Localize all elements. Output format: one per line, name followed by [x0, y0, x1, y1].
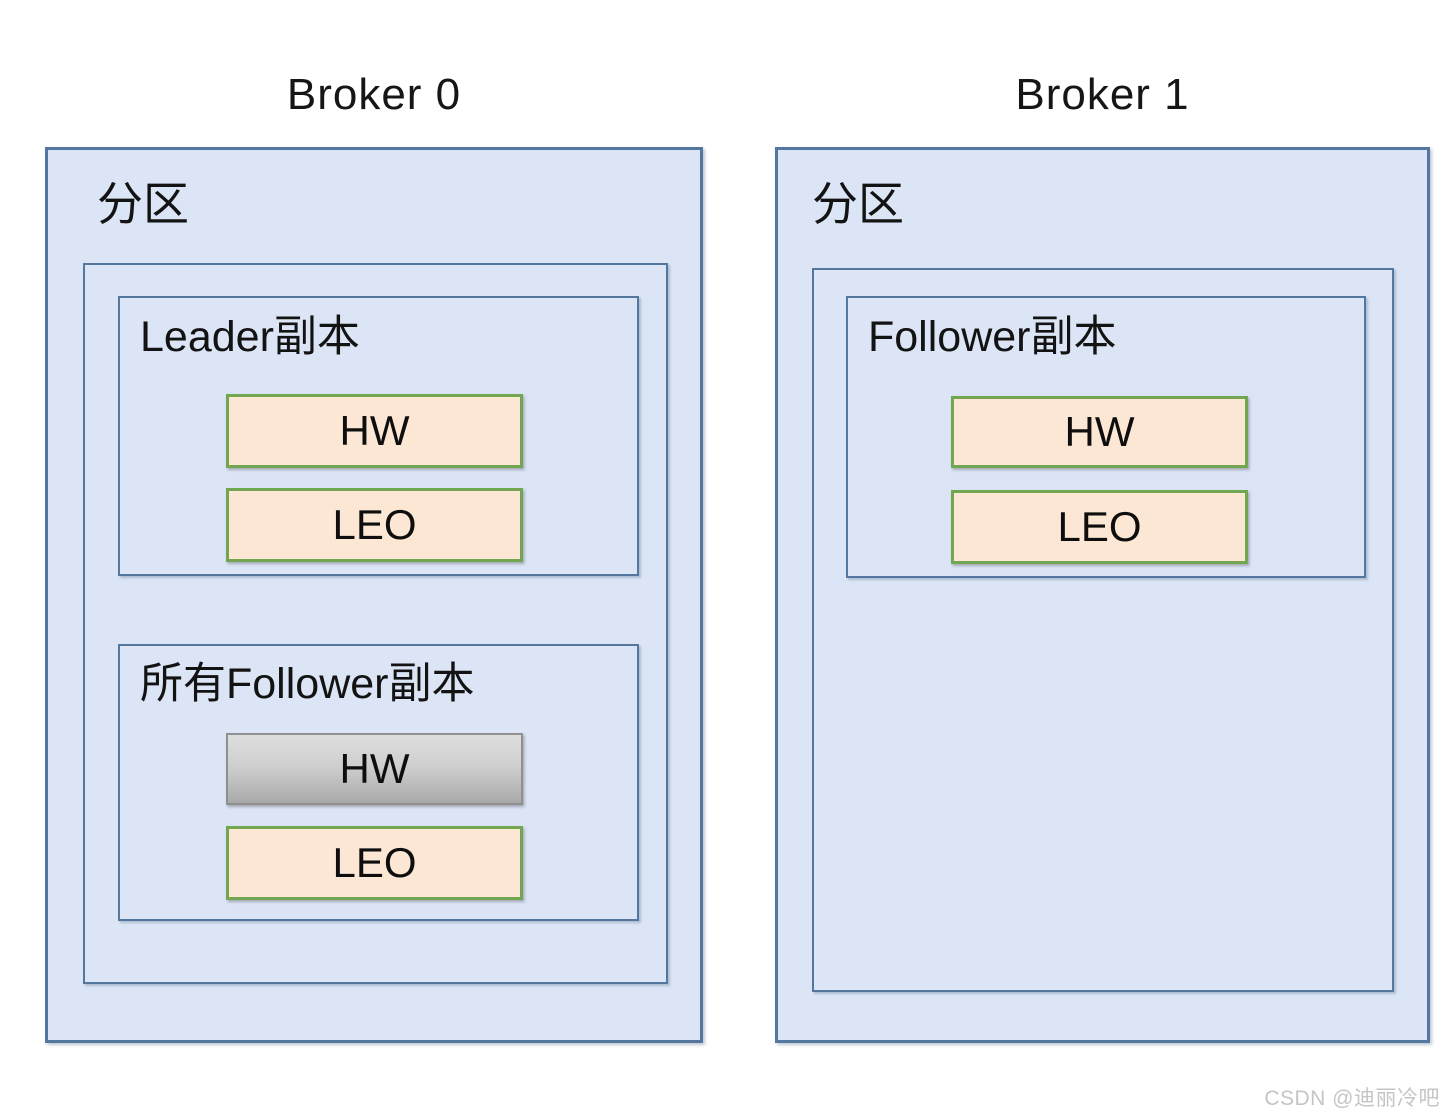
broker-0-followers-hw-label: HW — [339, 745, 410, 792]
broker-0-leader-replica-label: Leader副本 — [140, 313, 360, 361]
broker-0-box: 分区 Leader副本 HW LEO 所有Follower副本 HW LEO — [45, 147, 703, 1043]
broker-0-leader-leo-label: LEO — [332, 501, 417, 548]
broker-0-followers-leo-chip: LEO — [226, 826, 523, 900]
broker-0-followers-replica-label: 所有Follower副本 — [140, 660, 475, 708]
broker-0-leader-hw-label: HW — [339, 407, 410, 454]
broker-0-leader-replica-box: Leader副本 HW LEO — [118, 296, 639, 576]
broker-0-leader-hw-chip: HW — [226, 394, 523, 468]
broker-0-followers-leo-label: LEO — [332, 839, 417, 886]
csdn-watermark: CSDN @迪丽冷吧 — [1264, 1087, 1440, 1110]
broker-1-follower-replica-label: Follower副本 — [868, 313, 1117, 361]
broker-1-follower-leo-label: LEO — [1057, 503, 1142, 550]
broker-1-box: 分区 Follower副本 HW LEO — [775, 147, 1430, 1043]
broker-1-partition-label: 分区 — [812, 178, 904, 230]
broker-0-followers-hw-chip: HW — [226, 733, 523, 805]
broker-0-partition-label: 分区 — [97, 178, 189, 230]
broker-1-follower-hw-label: HW — [1064, 408, 1135, 455]
broker-1-follower-hw-chip: HW — [951, 396, 1248, 468]
broker-1-follower-leo-chip: LEO — [951, 490, 1248, 564]
broker-0-followers-replica-box: 所有Follower副本 HW LEO — [118, 644, 639, 921]
broker-0-title: Broker 0 — [286, 70, 462, 119]
broker-0-leader-leo-chip: LEO — [226, 488, 523, 562]
broker-0-partition-box: Leader副本 HW LEO 所有Follower副本 HW LEO — [83, 263, 668, 984]
broker-1-title: Broker 1 — [1015, 70, 1190, 119]
broker-1-follower-replica-box: Follower副本 HW LEO — [846, 296, 1366, 578]
broker-1-partition-box: Follower副本 HW LEO — [812, 268, 1394, 992]
